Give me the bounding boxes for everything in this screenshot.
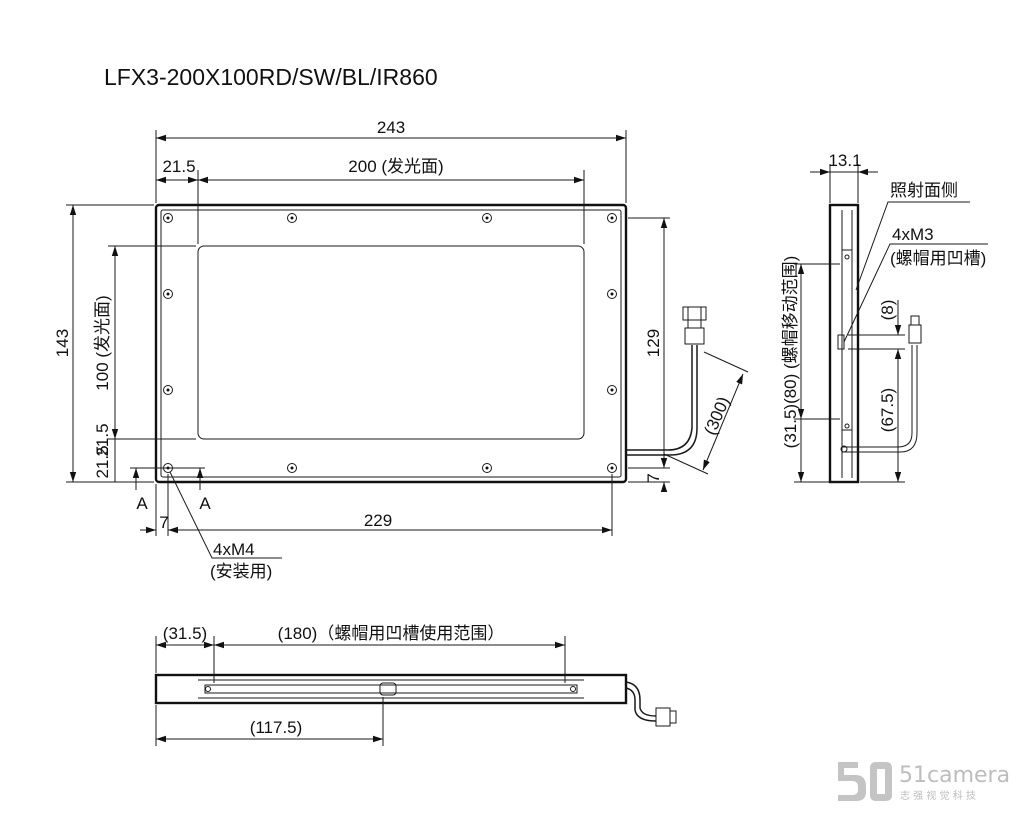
dim-emitting-width: 200 (发光面) [348,157,443,176]
bottom-view: (31.5) (180)（螺帽用凹槽使用范围） (117.5) [154,623,677,746]
bottom-body-outline [154,673,628,705]
bottom-nut [379,682,397,696]
screw-hole [163,289,173,299]
front-view: 243 21.5 200 (发光面) 143 100 (发光面) 21.5 21… [53,118,749,581]
dim-edge-left: 7 [159,513,168,532]
emitting-area [197,245,585,440]
screw-hole [607,213,617,223]
cable-connector-head [687,319,702,329]
screw-holes [163,213,617,473]
label-mount-holes-note: (安装用) [210,562,272,581]
watermark-brand: 51camera [899,763,1010,788]
watermark: 51camera 志 强 视 觉 科 技 [838,762,1010,802]
dim-cable-height: 129 [644,329,663,357]
screw-hole [607,385,617,395]
cable-connector-body [684,327,705,345]
watermark-slogan: 志 强 视 觉 科 技 [900,789,976,802]
front-body-outline [154,203,628,484]
watermark-logo-icon [838,762,892,801]
side-body-outline [828,203,860,484]
leader-irradiation-side [855,201,970,291]
drawing-title: LFX3-200X100RD/SW/BL/IR860 [104,64,438,90]
bottom-groove [204,684,578,694]
dim-nut-range: (31.5)(80) (螺帽移动范围) [781,256,800,449]
dim-left-offset: 21.5 [162,157,195,176]
cable-connector-plug [682,306,707,321]
dim-bottom-offset-upper: 21.5 [93,423,112,456]
screw-hole [482,213,492,223]
dim-groove-range: (180)（螺帽用凹槽使用范围） [278,623,505,643]
label-groove-screws: 4xM3 [892,225,934,244]
screw-hole [287,463,297,473]
label-groove-note: (螺帽用凹槽) [890,249,986,268]
dim-bottom-offset-lower: 21.5 [93,445,112,478]
dim-emitting-height: 100 (发光面) [93,295,112,390]
screw-hole [163,213,173,223]
dim-hole-spacing: 229 [364,511,392,530]
leader-groove-screws [843,243,988,343]
screw-hole [607,289,617,299]
front-body-inner-outline [160,209,622,478]
dim-overall-width: 243 [377,118,405,137]
leader-mount-holes [169,471,282,559]
side-view: 13.1 照射面侧 4xM3 (螺帽用凹槽) (31.5)(80) (螺帽移动范… [781,151,988,484]
bottom-cable-connector [655,707,671,727]
side-cable-connector [908,324,922,344]
nut-groove [837,334,845,350]
dim-cable-length: (300) [700,394,733,438]
label-mount-holes: 4xM4 [213,540,255,559]
bottom-cable [625,681,657,717]
screw-hole [482,463,492,473]
dim-offset-center: (117.5) [250,718,303,737]
dim-offset-67-5: (67.5) [878,388,897,432]
dim-bottom-offset-left: (31.5) [163,624,207,643]
screw-hole [163,385,173,395]
section-mark-right: A [199,494,211,513]
cable [626,306,707,456]
screw-hole [607,463,617,473]
dim-overall-height: 143 [53,329,72,357]
label-irradiation-side: 照射面侧 [890,181,958,200]
dim-edge-right: 7 [644,473,663,482]
dim-offset-8: (8) [878,300,897,321]
section-mark-left: A [136,494,148,513]
dim-thickness: 13.1 [828,151,861,170]
screw-hole [287,213,297,223]
